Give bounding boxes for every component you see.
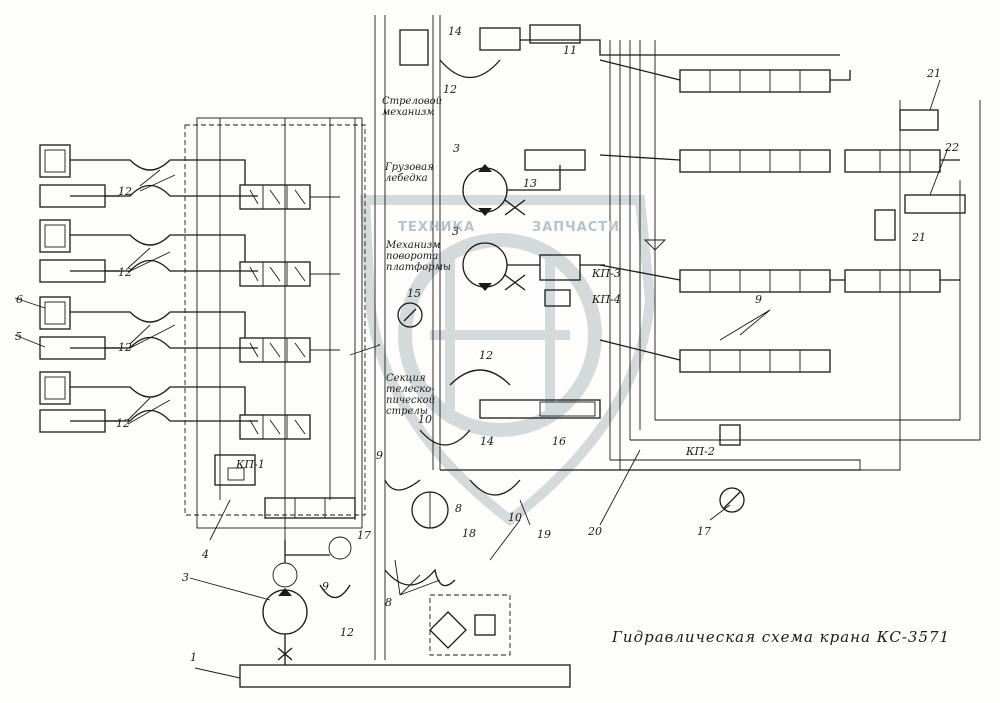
callout-9: 9 (376, 449, 383, 462)
callout-10: 10 (418, 413, 432, 426)
callout-20: 20 (588, 525, 602, 538)
label-telescopic-section: Секция телеско- пической стрелы (386, 373, 436, 417)
callout-13: 13 (523, 177, 537, 190)
callout-12-f: 12 (443, 83, 457, 96)
callout-14-b: 14 (480, 435, 494, 448)
label-cargo-winch: Грузовая лебедка (385, 162, 434, 184)
callout-3-slew: 3 (452, 225, 459, 238)
label-kp2: КП-2 (686, 445, 715, 458)
callout-6: 6 (16, 293, 23, 306)
filter-unit (429, 594, 511, 656)
label-kp3: КП-3 (592, 267, 621, 280)
callout-3-winch: 3 (453, 142, 460, 155)
watermark-right: ЗАПЧАСТИ (532, 220, 621, 235)
callout-12-b: 12 (118, 266, 132, 279)
callout-1: 1 (190, 651, 197, 664)
callout-21: 21 (927, 67, 941, 80)
label-kp1: КП-1 (236, 458, 265, 471)
callout-5: 5 (15, 330, 22, 343)
callout-8-b: 8 (455, 502, 462, 515)
callout-10-b: 10 (508, 511, 522, 524)
callout-12-c: 12 (118, 341, 132, 354)
callout-9-b: 9 (322, 580, 329, 593)
boom-mechanism (399, 24, 840, 79)
callout-17: 17 (357, 529, 371, 542)
callout-12-e: 12 (340, 626, 354, 639)
callout-16: 16 (552, 435, 566, 448)
telescope-cylinder (479, 399, 601, 419)
label-slew-mechanism: Механизм поворота платформы (386, 240, 451, 273)
callout-12: 12 (118, 185, 132, 198)
oil-tank (239, 664, 571, 688)
callout-12-g: 12 (479, 349, 493, 362)
callout-17-b: 17 (697, 525, 711, 538)
callout-4: 4 (202, 548, 209, 561)
diagram-title: Гидравлическая схема крана КС-3571 (612, 628, 951, 646)
right-distributors (679, 69, 966, 373)
main-pump (262, 589, 308, 635)
callout-11: 11 (563, 44, 577, 57)
left-actuators (39, 144, 120, 433)
callout-19: 19 (537, 528, 551, 541)
callout-8: 8 (385, 596, 392, 609)
slew-motor (462, 242, 508, 288)
winch-motor (462, 167, 508, 213)
label-boom-mechanism: Стреловой механизм (382, 96, 443, 118)
watermark-left: ТЕХНИКА (398, 220, 476, 235)
label-kp4: КП-4 (592, 293, 621, 306)
callout-21-b: 21 (912, 231, 926, 244)
callout-18: 18 (462, 527, 476, 540)
callout-3: 3 (182, 571, 189, 584)
callout-14: 14 (448, 25, 462, 38)
left-distributors (214, 184, 356, 519)
callout-22: 22 (945, 141, 959, 154)
pressure-gauge (397, 302, 423, 328)
callout-12-d: 12 (116, 417, 130, 430)
callout-9-c: 9 (755, 293, 762, 306)
callout-15: 15 (407, 287, 421, 300)
